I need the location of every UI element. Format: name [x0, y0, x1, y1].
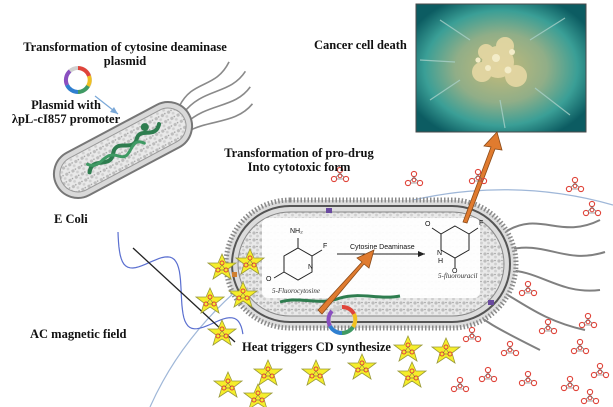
product-name: 5-fluorouracil — [438, 272, 478, 280]
nanoparticle — [518, 280, 538, 297]
fluorocytosine-structure — [273, 238, 323, 281]
nanoparticle — [500, 340, 520, 357]
cancer-cell-death-label: Cancer cell death — [314, 38, 407, 52]
fluorine-left: F — [323, 243, 328, 250]
plasmid-pointer-arrow — [94, 95, 119, 115]
nanoparticle — [565, 176, 585, 193]
plasmid-label: Plasmid with λpL-cI857 promoter — [11, 98, 121, 127]
nanoparticle — [404, 170, 424, 187]
large-bacterium — [223, 197, 606, 351]
heat-trigger-label: Heat triggers CD synthesize — [242, 340, 391, 354]
prodrug-name: 5-Fluorocytosine — [272, 287, 320, 295]
nanoparticle — [590, 362, 610, 379]
nanoparticle — [518, 370, 538, 387]
plasmid-in-bacterium — [326, 305, 358, 336]
ac-magnetic-field-label: AC magnetic field — [30, 327, 127, 341]
star-particle — [347, 353, 377, 380]
ecoli-bacterium — [52, 61, 254, 199]
ac-magnetic-field-wave — [117, 231, 244, 343]
nanoparticle — [462, 326, 482, 343]
prodrug-transformation-label: Transformation of pro-drug Into cytotoxi… — [224, 146, 374, 175]
fluorouracil-structure — [431, 225, 479, 268]
nanoparticle — [578, 312, 598, 329]
enzyme-label: Cytosine Deaminase — [350, 244, 415, 251]
orange-arrows — [317, 131, 503, 315]
plasmid-icon — [63, 66, 92, 95]
nitrogen-right: N — [437, 250, 443, 257]
star-particle — [397, 361, 427, 388]
oxygen-right-bottom: O — [452, 268, 458, 275]
oxygen-left: O — [266, 276, 272, 283]
fluorine-right: F — [479, 220, 484, 227]
cancer-cell-image — [415, 3, 587, 133]
star-particle — [213, 371, 243, 398]
nanoparticle — [570, 338, 590, 355]
oxygen-right-top: O — [425, 221, 431, 228]
star-particle — [393, 335, 423, 362]
star-particle — [253, 359, 283, 386]
nanoparticle — [560, 375, 580, 392]
transformation-title: Transformation of cytosine deaminase pla… — [23, 40, 227, 69]
reaction-arrow — [337, 251, 425, 257]
star-particle — [301, 359, 331, 386]
nanoparticle — [478, 366, 498, 383]
nanoparticle — [450, 376, 470, 393]
nitrogen-left: N — [308, 264, 314, 271]
nh2-group: NH₂ — [290, 228, 303, 235]
nanoparticle — [582, 200, 602, 217]
nanoparticle — [538, 318, 558, 335]
star-particle — [243, 383, 273, 407]
star-particle — [431, 337, 461, 364]
nanoparticle — [580, 388, 600, 405]
ecoli-label: E Coli — [54, 212, 88, 226]
hydrogen-right: H — [438, 258, 444, 265]
